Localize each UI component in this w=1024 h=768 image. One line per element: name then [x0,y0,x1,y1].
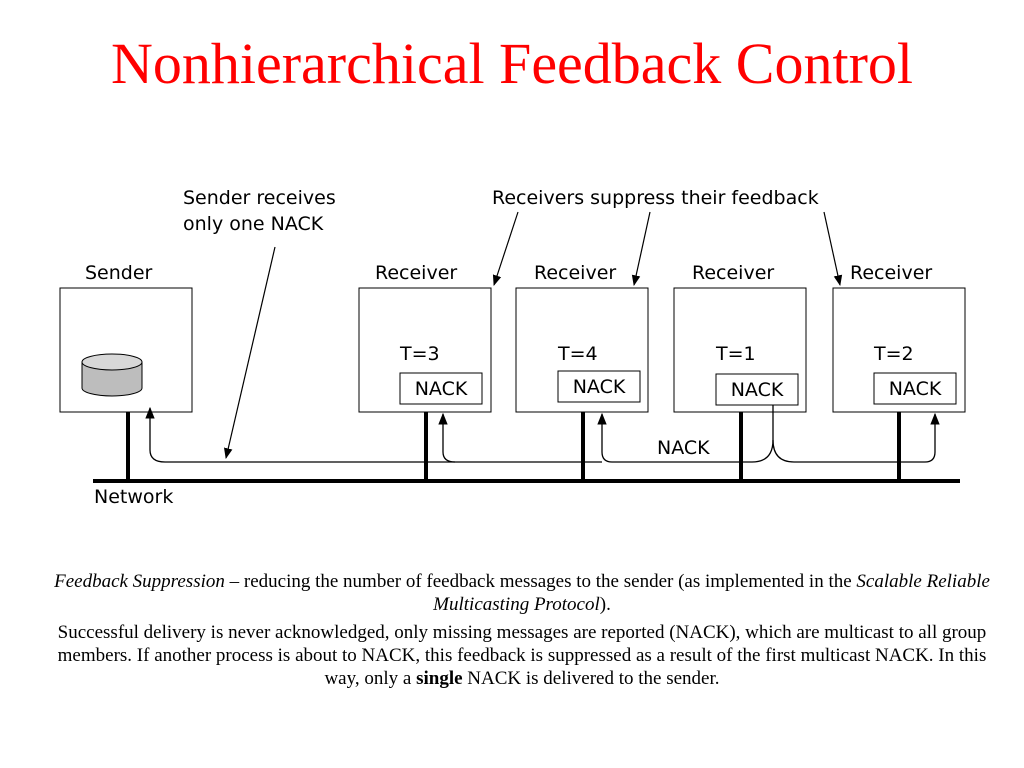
emphasis-single: single [416,668,463,689]
suppress-pointer-1 [492,211,519,287]
page-title: Nonhierarchical Feedback Control [110,31,914,96]
nack-multicast-path [597,405,774,463]
feedback-suppression-paragraph: Feedback Suppression – reducing the numb… [50,570,994,616]
nack-label: NACK [731,379,784,401]
nack-box [399,372,483,405]
receiver-timer: T=4 [557,343,598,365]
nack-multicast-path [772,412,940,463]
definition-end: ). [599,594,611,615]
sender-note-line2: only one NACK [183,213,324,235]
receiver-label: Receiver [692,262,774,284]
receiver-timer: T=2 [873,343,914,365]
receiver-timer: T=1 [715,343,756,365]
sender-note-line1: Sender receives [183,187,336,209]
feedback-diagram: Sender receives only one NACK Receivers … [59,187,966,508]
nack-wire-label: NACK [657,437,710,459]
nack-label: NACK [889,378,942,400]
network-label: Network [94,486,173,508]
receiver-label: Receiver [375,262,457,284]
receiver-timer: T=3 [399,343,440,365]
term-feedback-suppression: Feedback Suppression [54,571,225,592]
sender-label: Sender [85,262,153,284]
nack-multicast-path [438,412,602,463]
sender-note-pointer [223,246,276,460]
suppress-pointer-3 [823,211,843,287]
nack-label: NACK [415,378,468,400]
definition-text: reducing the number of feedback messages… [243,571,857,592]
nack-box [715,373,799,406]
delivery-end: NACK is delivered to the sender. [462,668,720,689]
delivery-paragraph: Successful delivery is never acknowledge… [50,621,994,690]
protocol-name: Scalable Reliable Multicasting Protocol [433,571,990,615]
receiver-label: Receiver [850,262,932,284]
delivery-text: Successful delivery is never acknowledge… [57,622,987,689]
nack-box [873,372,957,405]
receiver-label: Receiver [534,262,616,284]
explanation-text: Feedback Suppression – reducing the numb… [50,570,994,695]
dash: – [224,571,244,592]
nack-label: NACK [573,376,626,398]
nack-box [557,370,641,403]
receivers-note: Receivers suppress their feedback [492,187,819,209]
suppress-pointer-2 [631,211,651,287]
nack-multicast-path [145,406,455,463]
disk-icon [81,353,143,397]
